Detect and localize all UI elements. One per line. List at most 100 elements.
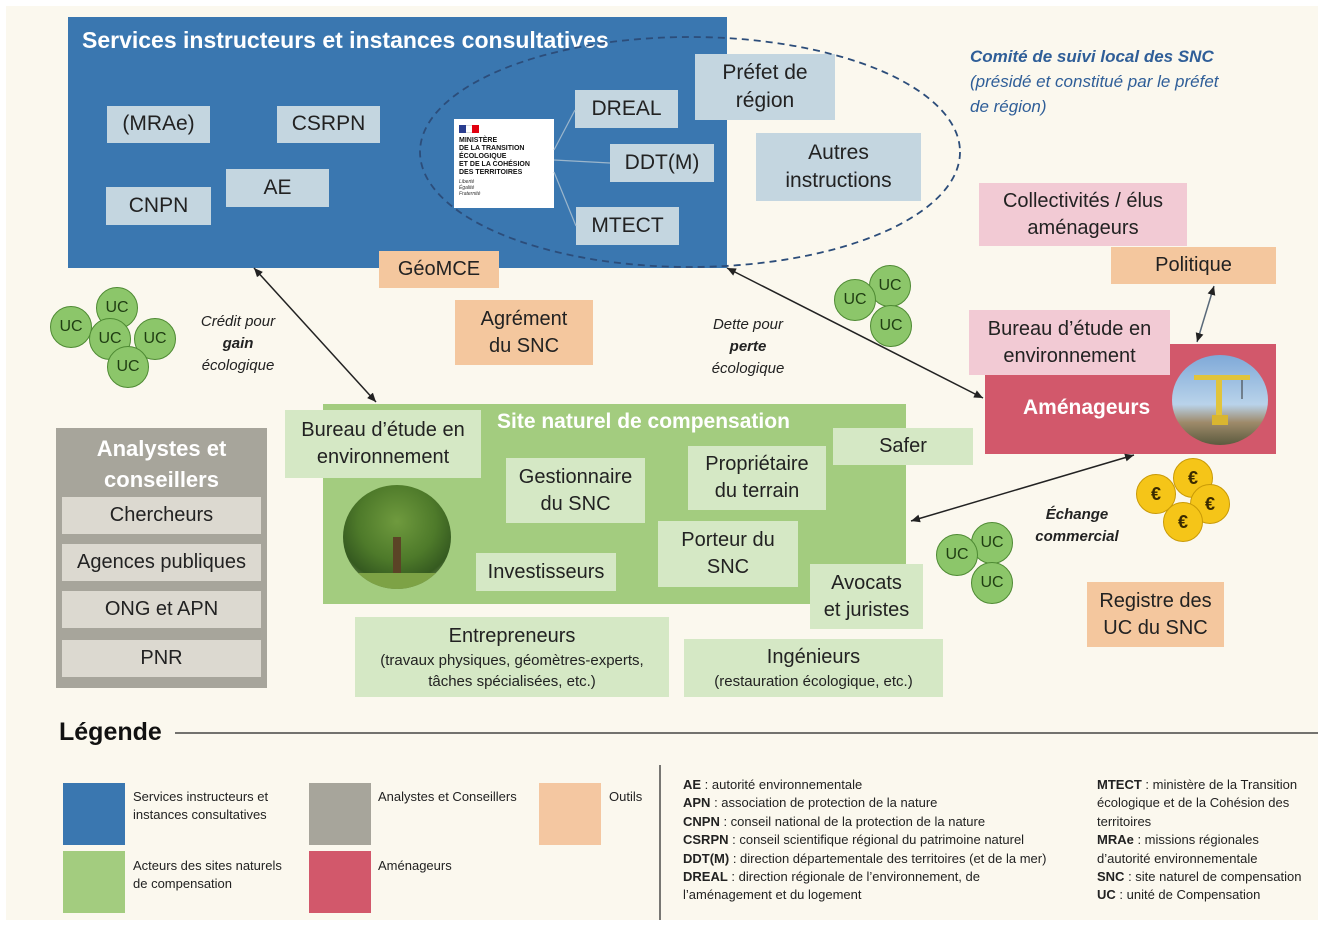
dreal-box: DREAL [575,90,678,128]
abbr-def: : conseil national de la protection de l… [719,813,986,829]
comite-title: Comité de suivi local des SNC [970,47,1214,66]
cnpn-box: CNPN [106,187,211,225]
analystes-item-label: ONG et APN [104,598,219,620]
avocats-line1: Avocats [831,571,902,594]
credit-arrow [253,267,377,403]
abbr-row: CSRPN : conseil scientifique régional du… [683,831,1046,849]
mrae-box: (MRAe) [107,106,210,143]
abbr-term: CNPN [683,813,720,829]
ae-box: AE [226,169,329,207]
abbr-row: APN : association de protection de la na… [683,794,1046,812]
safer-label: Safer [879,435,927,457]
legend-swatch-acteurs [63,851,125,913]
legend-swatch-analystes [309,783,371,845]
ministry-line: ÉCOLOGIQUE [459,153,507,160]
abbr-row: MRAe : missions régionales [1097,831,1302,849]
comite-text: Comité de suivi local des SNC (présidé e… [970,44,1219,119]
abbr-row: DREAL : direction régionale de l’environ… [683,868,1046,886]
legend-analystes-label: Analystes et Conseillers [378,789,517,804]
comite-subtitle-line1: (présidé et constitué par le préfet [970,72,1219,91]
abbr-row: UC : unité de Compensation [1097,886,1302,904]
registre-line1: Registre des [1099,589,1212,612]
uc-token: UC [50,306,92,348]
abbr-def: : conseil scientifique régional du patri… [728,832,1025,848]
analystes-item-pnr: PNR [62,640,261,677]
ministry-logo: MINISTÈRE DE LA TRANSITION ÉCOLOGIQUE ET… [454,119,554,208]
politique-label: Politique [1155,254,1232,276]
analystes-item-label: Agences publiques [76,551,246,573]
ministry-line: ET DE LA COHÉSION [459,161,530,168]
gestionnaire-line1: Gestionnaire [518,465,633,488]
logo-to-ddtm-line [553,159,611,164]
investisseurs-label: Investisseurs [487,560,605,583]
analystes-title-line2: conseillers [104,467,219,492]
porteur-line2: SNC [706,556,750,578]
site-title: Site naturel de compensation [497,410,790,433]
politique-arrow [1195,285,1216,343]
abbr-row: SNC : site naturel de compensation [1097,868,1302,886]
analystes-item-label: PNR [140,647,183,669]
entrepreneurs-sub-line2: tâches spécialisées, etc.) [428,672,596,690]
abbr-def: : direction départementale des territoir… [729,850,1047,866]
abbreviations-left: AE : autorité environnementale APN : ass… [683,776,1046,905]
ministry-line: DES TERRITOIRES [459,169,523,176]
ae-label: AE [263,175,292,199]
analystes-item-chercheurs: Chercheurs [62,497,261,534]
mtect-label: MTECT [591,213,664,237]
abbr-def: : ministère de la Transition [1141,777,1298,792]
ministry-line: DE LA TRANSITION [459,145,525,152]
abbr-def: : site naturel de compensation [1124,869,1302,885]
legend-services-line1: Services instructeurs et [133,789,269,804]
mrae-label: (MRAe) [122,112,195,136]
dreal-label: DREAL [591,96,662,120]
entrepreneurs-sub-line1: (travaux physiques, géomètres-experts, [380,651,644,669]
ingenieurs-title: Ingénieurs [766,646,861,668]
agrement-line1: Agrément [480,307,568,330]
abbr-def: écologique et de la Cohésion des [1097,795,1290,811]
amenageurs-bureau-line1: Bureau d’étude en [987,317,1152,340]
site-bureau-box: Bureau d’étude en environnement [285,410,481,478]
geomce-label: GéoMCE [397,258,481,280]
amenageurs-title: Aménageurs [1023,396,1151,419]
comite-subtitle-line2: de région) [970,97,1047,116]
autres-line2: instructions [785,169,892,192]
abbr-term: APN [683,795,711,811]
abbr-def: : unité de Compensation [1115,887,1261,903]
legend-acteurs-line2: de compensation [133,876,233,892]
legend-swatch-amenageurs [309,851,371,913]
abbreviations-right: MTECT : ministère de la Transition écolo… [1097,776,1302,905]
logo-to-mtect-line [553,171,577,227]
abbr-term: MTECT [1097,777,1142,792]
echange-arrow [910,453,1135,523]
prefet-line1: Préfet de [722,60,808,84]
collectivites-line2: aménageurs [1027,216,1139,239]
legend-title: Légende [59,718,162,746]
geomce-box: GéoMCE [379,251,499,288]
euro-coin-icon: € [1163,502,1203,542]
abbr-row: AE : autorité environnementale [683,776,1046,794]
services-title: Services instructeurs et instances consu… [82,27,609,53]
ddtm-label: DDT(M) [624,150,700,174]
comite-ellipse [419,36,961,268]
csrpn-box: CSRPN [277,106,380,143]
abbr-def: : missions régionales [1133,832,1259,848]
abbr-term: MRAe [1097,832,1134,848]
site-bureau-line2: environnement [316,446,450,468]
proprietaire-line2: du terrain [714,480,800,502]
motto-line: Égalité [459,185,475,191]
site-bureau-line1: Bureau d’étude en [301,419,465,441]
cnpn-label: CNPN [128,193,189,217]
politique-box: Politique [1111,247,1276,284]
abbr-term: AE [683,777,702,792]
legend-swatch-outils [539,783,601,845]
analystes-title-line1: Analystes et [96,436,227,461]
agrement-line2: du SNC [488,334,560,357]
